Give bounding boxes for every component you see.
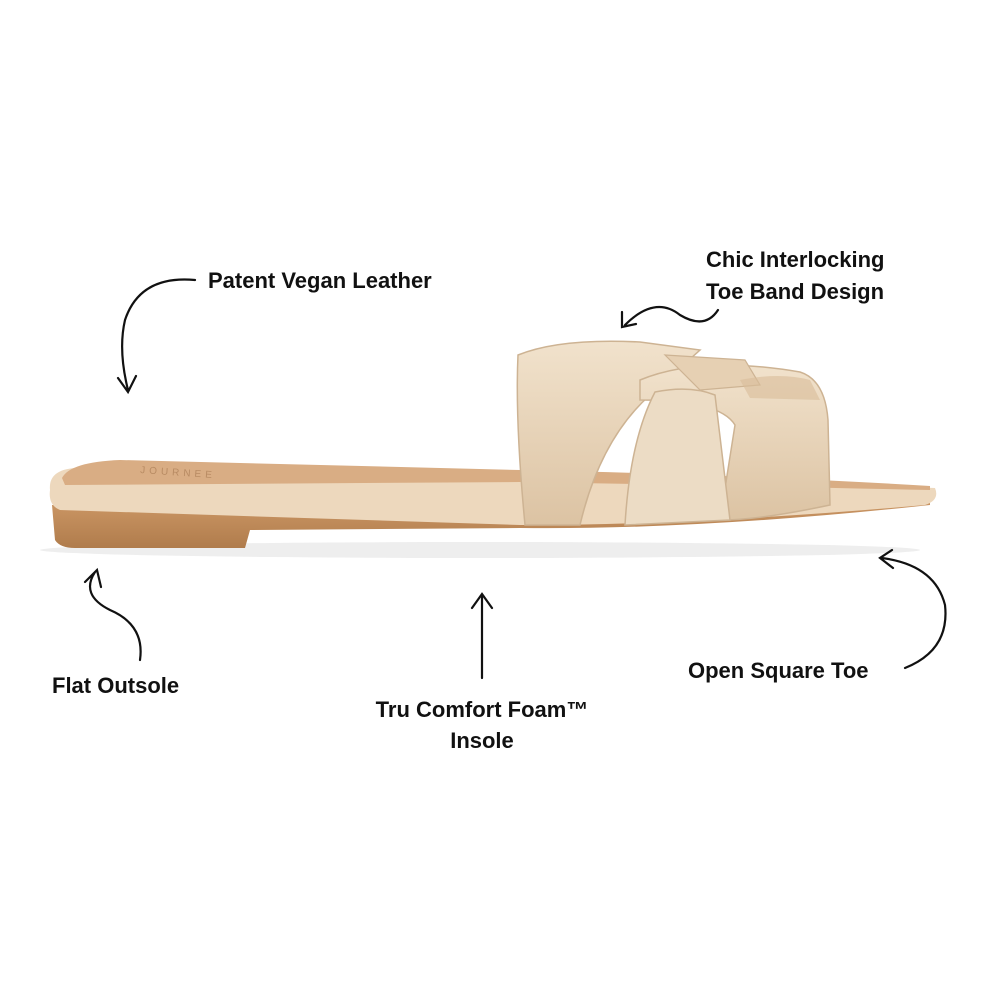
callout-flat-outsole: Flat Outsole: [52, 673, 180, 698]
callout-open-square-toe: Open Square Toe: [688, 658, 869, 683]
arrow-patent: [116, 278, 197, 395]
callout-insole-line2: Insole: [450, 728, 514, 753]
toe-band: [516, 340, 831, 526]
callout-toe-band-line2: Toe Band Design: [706, 279, 885, 304]
arrow-insole: [470, 592, 494, 680]
arrow-toe: [878, 548, 947, 670]
callout-toe-band-line1: Chic Interlocking: [706, 247, 885, 272]
insole-logo: JOURNEE: [140, 465, 216, 481]
callout-insole-line1: Tru Comfort Foam™: [375, 697, 589, 722]
arrow-toe-band: [620, 305, 720, 329]
shadow: [40, 542, 920, 558]
arrow-outsole: [83, 567, 142, 662]
callout-patent-vegan-leather: Patent Vegan Leather: [208, 268, 432, 293]
